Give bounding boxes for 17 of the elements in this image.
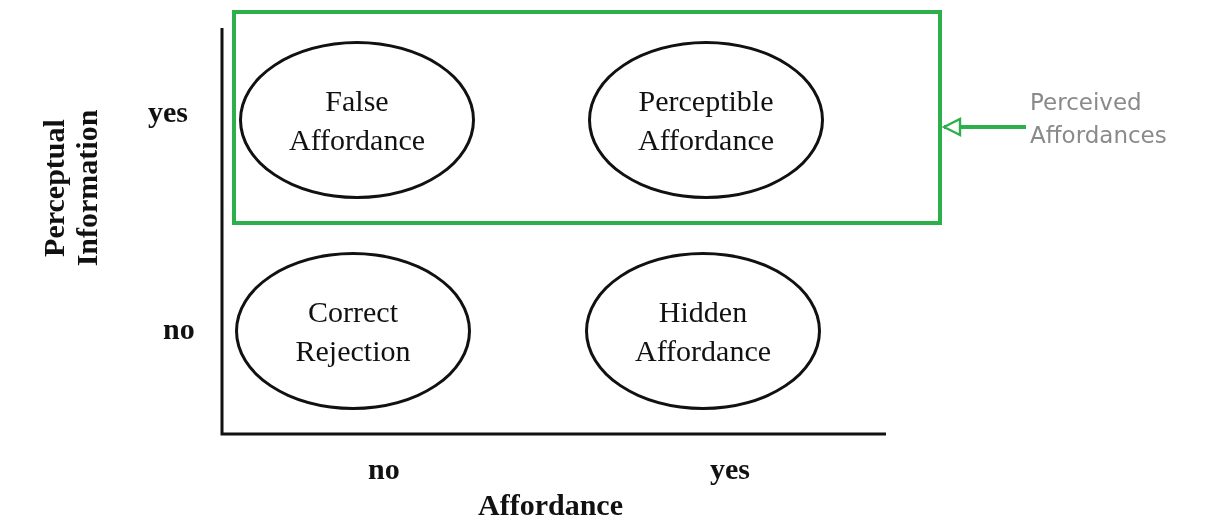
axis-title: Perceptual Information [37,108,103,269]
axis-tick-label: yes [710,452,750,486]
highlight-frame [232,10,942,225]
category-ellipse [585,252,821,410]
axis-tick-label: no [163,312,195,346]
axis-tick-label: no [368,452,400,486]
ellipse-label: Perceptible Affordance [636,83,775,158]
ellipse-label: Correct Rejection [294,294,412,369]
arrow [942,117,1026,137]
axis-tick-label: yes [148,95,188,129]
ellipse-label: Hidden Affordance [633,294,772,369]
annotation-text: Perceived Affordances [1030,86,1200,166]
axis-title: Affordance [478,488,623,521]
category-ellipse [239,41,475,199]
category-ellipse [588,41,824,199]
ellipse-label: False Affordance [287,83,426,158]
category-ellipse [235,252,471,410]
